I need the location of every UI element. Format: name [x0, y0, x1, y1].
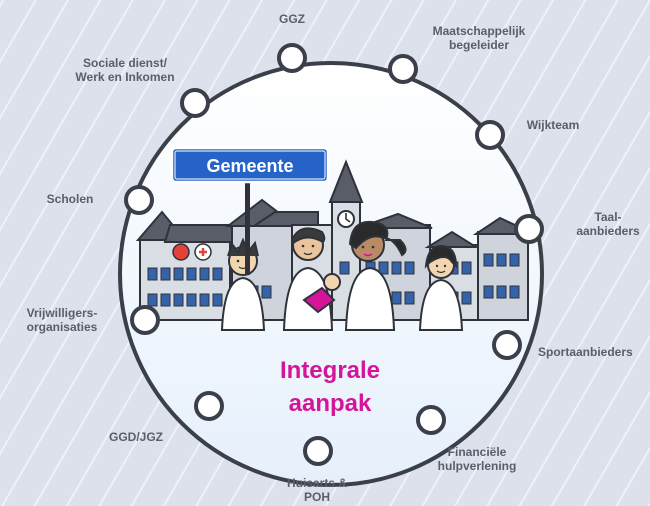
- node-sociale-dienst: [180, 88, 210, 118]
- window: [186, 293, 197, 307]
- node-sportaanbieders: [492, 330, 522, 360]
- window: [483, 285, 494, 299]
- window: [404, 291, 415, 305]
- node-scholen: [124, 185, 154, 215]
- node-huisarts-poh: [303, 436, 333, 466]
- window: [509, 253, 520, 267]
- label-sportaanbieders: Sportaanbieders: [538, 345, 633, 359]
- label-ggz: GGZ: [279, 12, 305, 26]
- window: [378, 261, 389, 275]
- window: [199, 293, 210, 307]
- window: [160, 293, 171, 307]
- node-wijkteam: [475, 120, 505, 150]
- window: [173, 267, 184, 281]
- window: [496, 253, 507, 267]
- sign-text: Gemeente: [206, 156, 293, 176]
- window: [160, 267, 171, 281]
- node-maatschappelijk-begeleider: [388, 54, 418, 84]
- window: [391, 291, 402, 305]
- title-line-1: Integrale: [280, 357, 380, 384]
- window: [212, 267, 223, 281]
- label-sociale-dienst: Sociale dienst/ Werk en Inkomen: [75, 56, 175, 84]
- window: [147, 293, 158, 307]
- title-line-2: aanpak: [289, 390, 372, 417]
- label-taalaanbieders: Taal- aanbieders: [576, 210, 640, 238]
- window: [461, 261, 472, 275]
- window: [186, 267, 197, 281]
- label-vrijwilligersorganisaties: Vrijwilligers- organisaties: [26, 306, 98, 334]
- gemeente-sign: [170, 146, 330, 184]
- window: [483, 253, 494, 267]
- window: [261, 285, 272, 299]
- node-taalaanbieders: [514, 214, 544, 244]
- window: [461, 291, 472, 305]
- window: [147, 267, 158, 281]
- people-illustration: [220, 220, 464, 331]
- town-illustration: [135, 159, 535, 331]
- window: [199, 267, 210, 281]
- window: [509, 285, 520, 299]
- window: [212, 293, 223, 307]
- window: [339, 261, 350, 275]
- label-scholen: Scholen: [46, 192, 94, 206]
- node-financiele-hulpverlening: [416, 405, 446, 435]
- node-vrijwilligersorganisaties: [130, 305, 160, 335]
- node-ggz: [277, 43, 307, 73]
- window: [173, 293, 184, 307]
- label-maatschappelijk-begeleider: Maatschappelijk begeleider: [432, 24, 526, 52]
- window: [404, 261, 415, 275]
- node-ggd-jgz: [194, 391, 224, 421]
- window: [391, 261, 402, 275]
- ring: [118, 61, 544, 487]
- sign-post: [245, 180, 250, 275]
- label-financiele-hulpverlening: Financiële hulpverlening: [437, 445, 517, 473]
- label-huisarts-poh: Huisarts & POH: [286, 476, 348, 504]
- label-ggd-jgz: GGD/JGZ: [108, 430, 163, 444]
- label-wijkteam: Wijkteam: [526, 118, 580, 132]
- window: [496, 285, 507, 299]
- pharmacy-sign-icon: [172, 243, 190, 261]
